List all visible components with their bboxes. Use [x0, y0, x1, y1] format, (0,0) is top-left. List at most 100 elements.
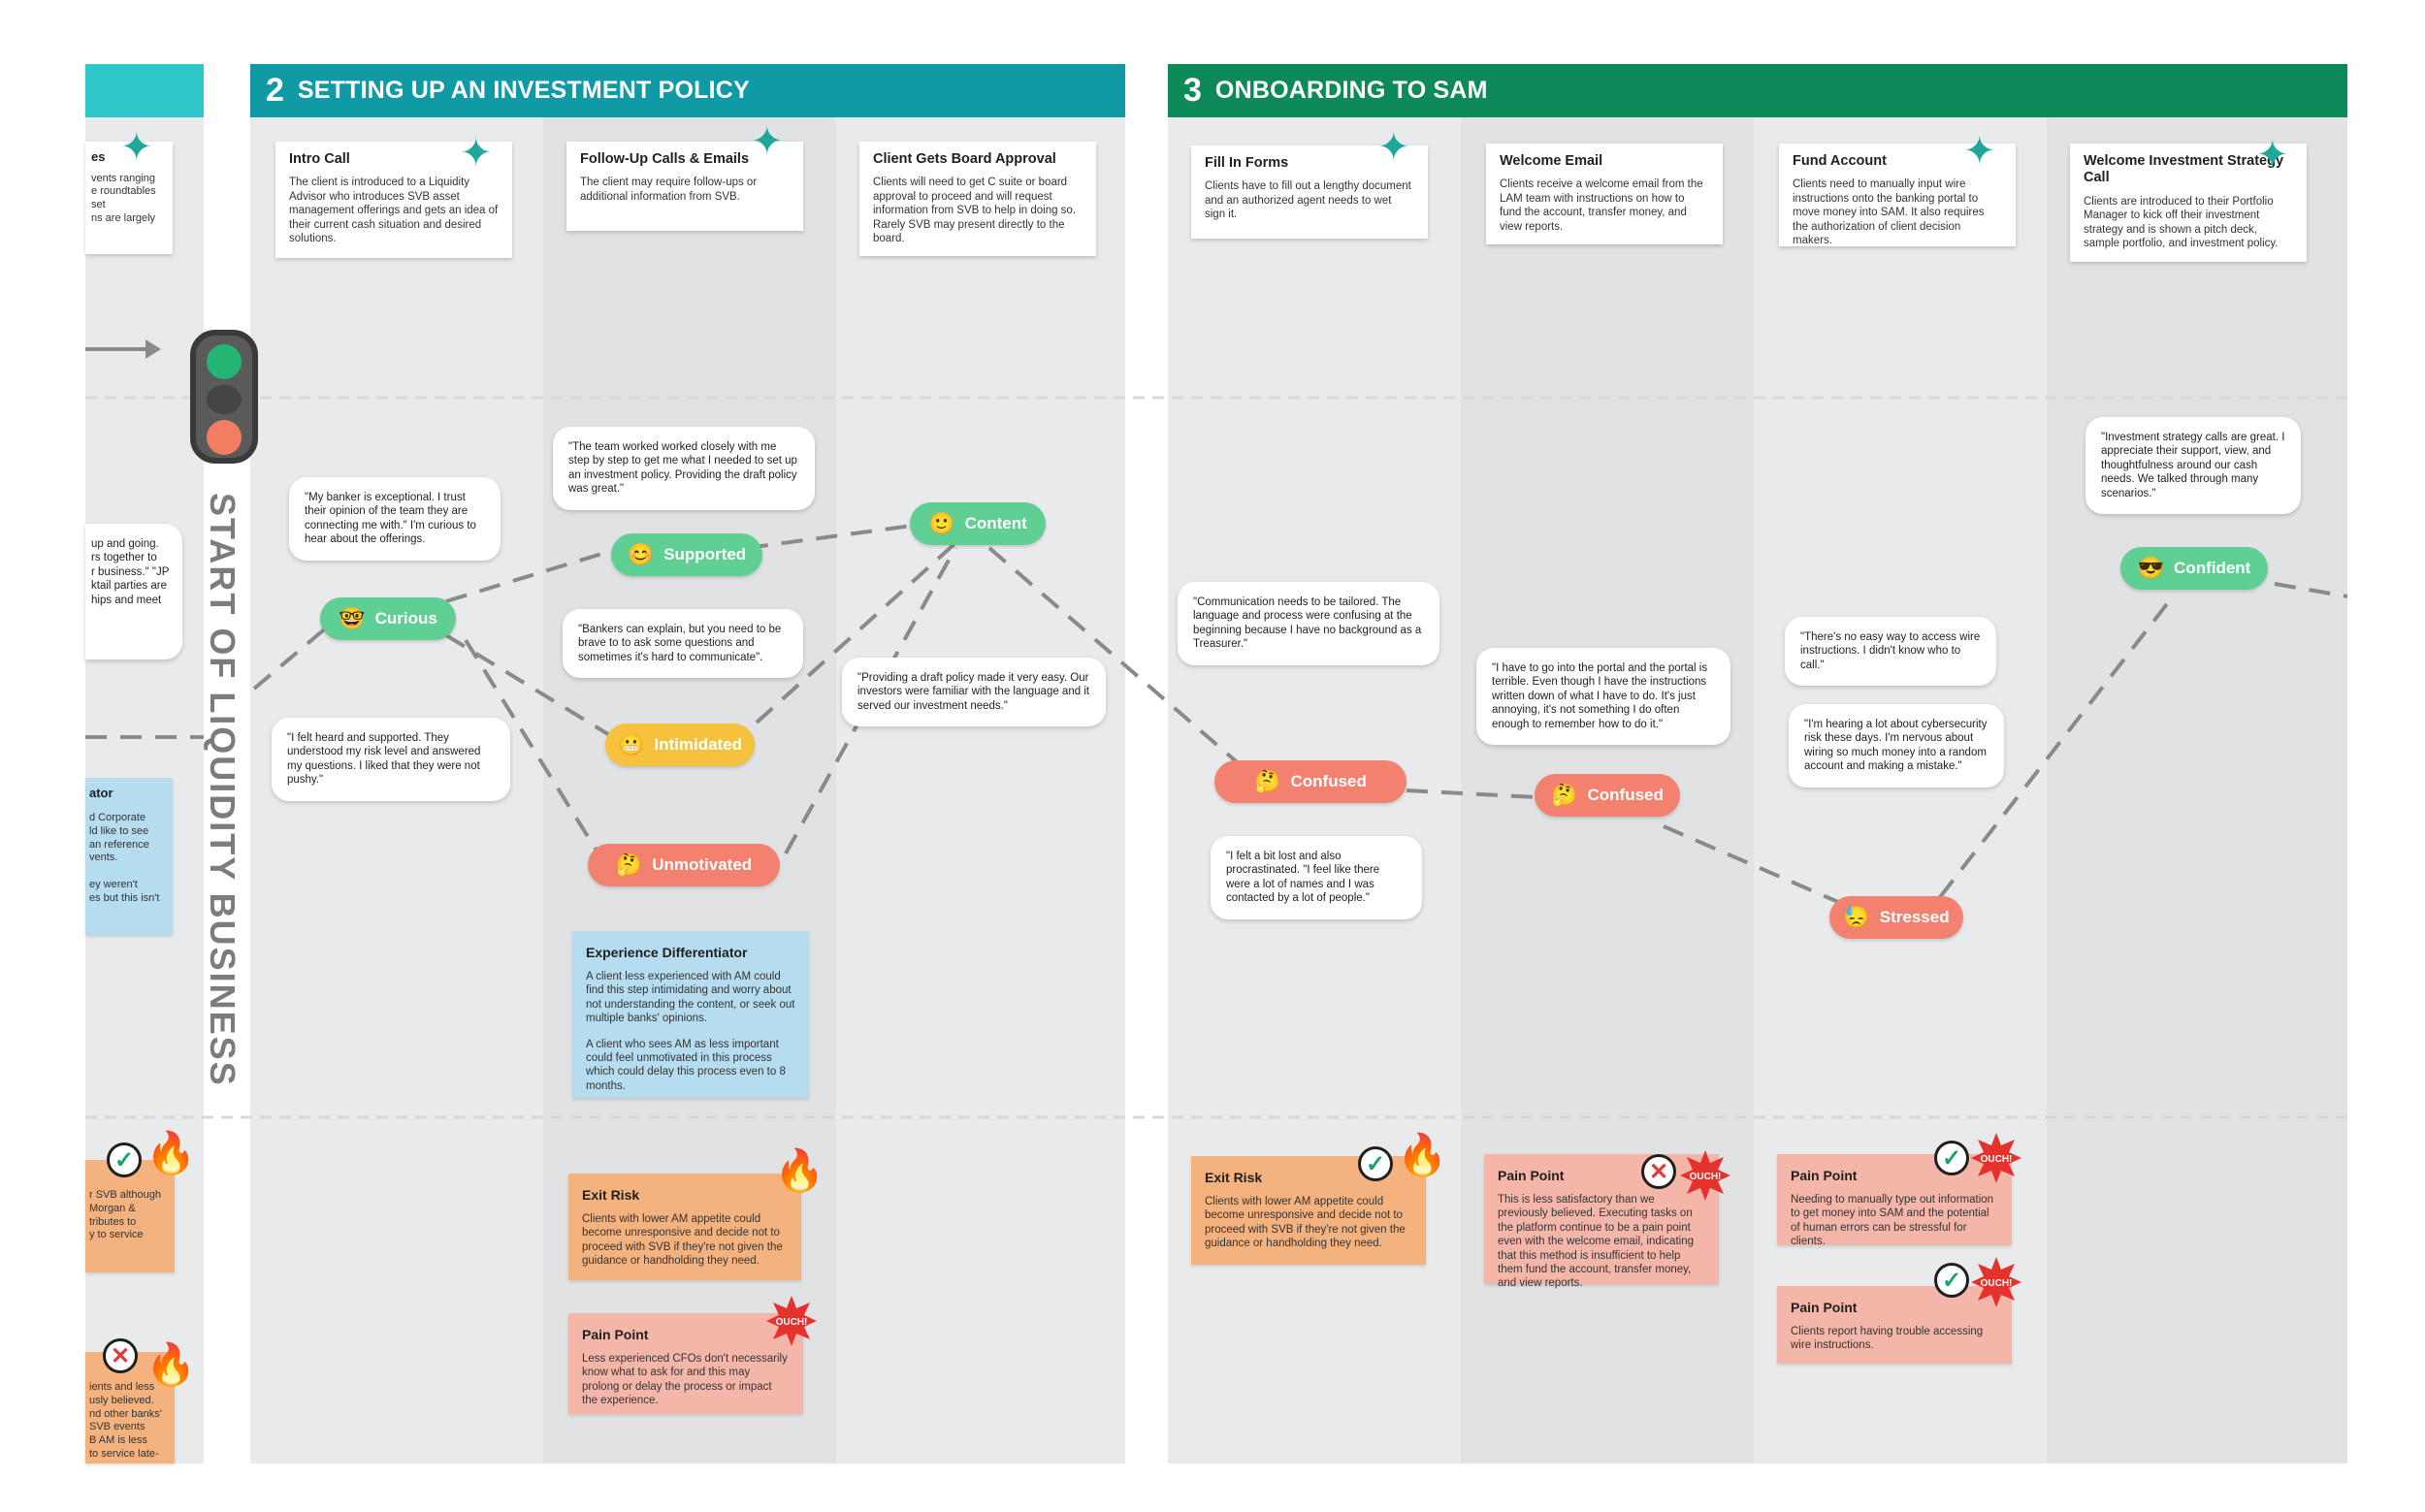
pain-point-note-3: Pain Point Needing to manually type out …: [1777, 1154, 2012, 1247]
step-card-follow-up: Follow-Up Calls & Emails The client may …: [566, 142, 803, 231]
section-1-header-fragment: [85, 64, 204, 117]
section-2-number: 2: [266, 72, 284, 109]
x-icon: ✕: [1641, 1154, 1676, 1189]
section-2-title: SETTING UP AN INVESTMENT POLICY: [297, 77, 750, 104]
left-differentiator-fragment: ator d Corporate ld like to see an refer…: [85, 778, 173, 935]
step-card-fill-forms: Fill In Forms Clients have to fill out a…: [1191, 145, 1428, 239]
left-risk-text: r SVB although Morgan & tributes to y to…: [89, 1189, 161, 1241]
section-2-header: 2 SETTING UP AN INVESTMENT POLICY: [250, 64, 1125, 117]
sparkle-icon: ✦: [120, 126, 153, 169]
step-title: Fill In Forms: [1205, 155, 1289, 171]
ouch-text: OUCH!: [1690, 1172, 1722, 1182]
pain-point-note-2: Pain Point This is less satisfactory tha…: [1484, 1154, 1719, 1289]
emotion-label: Supported: [663, 545, 747, 563]
step-title: Intro Call: [289, 151, 350, 167]
emotion-label: Unmotivated: [652, 855, 753, 874]
ouch-badge-icon: OUCH!: [1680, 1150, 1730, 1201]
lane-strategy-call: [2047, 116, 2347, 1464]
quote-bubble: "I have to go into the portal and the po…: [1476, 648, 1730, 745]
quote-bubble: "Providing a draft policy made it very e…: [842, 658, 1106, 727]
quote-bubble: "The team worked worked closely with me …: [553, 427, 815, 510]
fire-icon: 🔥: [774, 1147, 825, 1193]
quote-bubble: "I felt heard and supported. They unders…: [272, 718, 510, 801]
step-text: Clients will need to get C suite or boar…: [873, 177, 1077, 244]
quote-bubble: "I felt a bit lost and also procrastinat…: [1211, 836, 1422, 919]
risk-text: Clients report having trouble accessing …: [1791, 1326, 1984, 1352]
risk-text: Needing to manually type out information…: [1791, 1194, 1994, 1248]
check-icon: ✓: [1358, 1146, 1393, 1181]
sparkle-icon: ✦: [2256, 134, 2289, 177]
left-risk-fragment: r SVB although Morgan & tributes to y to…: [85, 1160, 175, 1272]
step-card-intro-call: Intro Call The client is introduced to a…: [275, 142, 512, 258]
step-text: Clients need to manually input wire inst…: [1793, 178, 1985, 246]
pain-point-note-4: Pain Point Clients report having trouble…: [1777, 1286, 2012, 1364]
step-text: Clients are introduced to their Portfoli…: [2084, 195, 2279, 249]
traffic-light-icon: [190, 330, 258, 464]
step-title: Follow-Up Calls & Emails: [580, 151, 750, 167]
risk-text: Less experienced CFOs don't necessarily …: [582, 1353, 788, 1407]
sparkle-icon: ✦: [1377, 126, 1410, 169]
fire-icon: 🔥: [1397, 1132, 1448, 1177]
x-icon: ✕: [103, 1338, 138, 1373]
experience-differentiator: Experience Differentiator A client less …: [572, 931, 809, 1098]
left-card-title: es: [91, 149, 106, 164]
left-risk-text-2: ients and less usly believed. nd other b…: [89, 1381, 162, 1460]
exit-risk-note: Exit Risk Clients with lower AM appetite…: [568, 1174, 801, 1280]
emotion-label: Confused: [1587, 786, 1664, 804]
quote-bubble: "Bankers can explain, but you need to be…: [563, 609, 803, 679]
left-quote-fragment: up and going. rs together to r business.…: [85, 524, 182, 659]
emotion-label: Intimidated: [654, 735, 743, 754]
ouch-text: OUCH!: [776, 1317, 808, 1328]
emotion-emoji-icon: 🤔: [1551, 783, 1578, 807]
step-text: The client is introduced to a Liquidity …: [289, 177, 499, 244]
emotion-label: Stressed: [1879, 908, 1950, 926]
check-icon: ✓: [107, 1142, 142, 1177]
emotion-emoji-icon: 🤓: [339, 606, 366, 630]
fire-icon: 🔥: [146, 1130, 197, 1175]
left-step-card-fragment: es vents ranging e roundtables set ns ar…: [85, 142, 173, 254]
left-risk-fragment-2: ients and less usly believed. nd other b…: [85, 1352, 175, 1464]
left-card-text: vents ranging e roundtables set ns are l…: [91, 172, 156, 224]
fire-icon: 🔥: [146, 1341, 197, 1387]
risk-text: Clients with lower AM appetite could bec…: [1205, 1196, 1406, 1250]
emotion-emoji-icon: 😓: [1843, 905, 1870, 929]
emotion-curious: 🤓 Curious: [320, 597, 456, 640]
emotion-confident: 😎 Confident: [2120, 547, 2268, 590]
step-card-board-approval: Client Gets Board Approval Clients will …: [859, 142, 1096, 256]
risk-text: This is less satisfactory than we previo…: [1498, 1194, 1694, 1290]
risk-title: Exit Risk: [1205, 1170, 1263, 1185]
emotion-stressed: 😓 Stressed: [1829, 896, 1963, 939]
risk-title: Pain Point: [1791, 1300, 1858, 1315]
quote-bubble: "There's no easy way to access wire inst…: [1785, 617, 1996, 687]
risk-title: Pain Point: [1498, 1168, 1565, 1183]
emotion-confused-2: 🤔 Confused: [1535, 774, 1680, 817]
quote-bubble: "My banker is exceptional. I trust their…: [289, 477, 501, 561]
differentiator-p1: A client less experienced with AM could …: [586, 971, 795, 1025]
risk-title: Pain Point: [582, 1327, 649, 1342]
risk-text: Clients with lower AM appetite could bec…: [582, 1213, 783, 1268]
ouch-text: OUCH!: [1981, 1154, 2013, 1165]
step-card-welcome-email: Welcome Email Clients receive a welcome …: [1486, 144, 1723, 244]
ouch-badge-icon: OUCH!: [1971, 1133, 2021, 1183]
step-card-fund-account: Fund Account Clients need to manually in…: [1779, 144, 2016, 246]
risk-title: Pain Point: [1791, 1168, 1858, 1183]
emotion-label: Curious: [374, 609, 437, 627]
step-text: Clients have to fill out a lengthy docum…: [1205, 180, 1411, 221]
emotion-unmotivated: 🤔 Unmotivated: [588, 844, 780, 886]
step-title: Client Gets Board Approval: [873, 151, 1056, 167]
lane-board-approval: [836, 116, 1125, 1464]
left-differentiator-title: ator: [89, 786, 113, 800]
risk-title: Exit Risk: [582, 1187, 640, 1203]
ouch-badge-icon: OUCH!: [1971, 1257, 2021, 1307]
emotion-label: Confused: [1290, 772, 1367, 790]
exit-risk-note-2: Exit Risk Clients with lower AM appetite…: [1191, 1156, 1426, 1265]
step-title: Welcome Email: [1500, 153, 1603, 169]
step-text: The client may require follow-ups or add…: [580, 177, 758, 203]
emotion-content: 🙂 Content: [910, 502, 1046, 545]
quote-bubble: "I'm hearing a lot about cybersecurity r…: [1789, 704, 2004, 788]
emotion-supported: 😊 Supported: [611, 533, 762, 576]
step-title: Fund Account: [1793, 153, 1887, 169]
ouch-badge-icon: OUCH!: [766, 1296, 817, 1346]
emotion-emoji-icon: 😊: [627, 542, 655, 566]
